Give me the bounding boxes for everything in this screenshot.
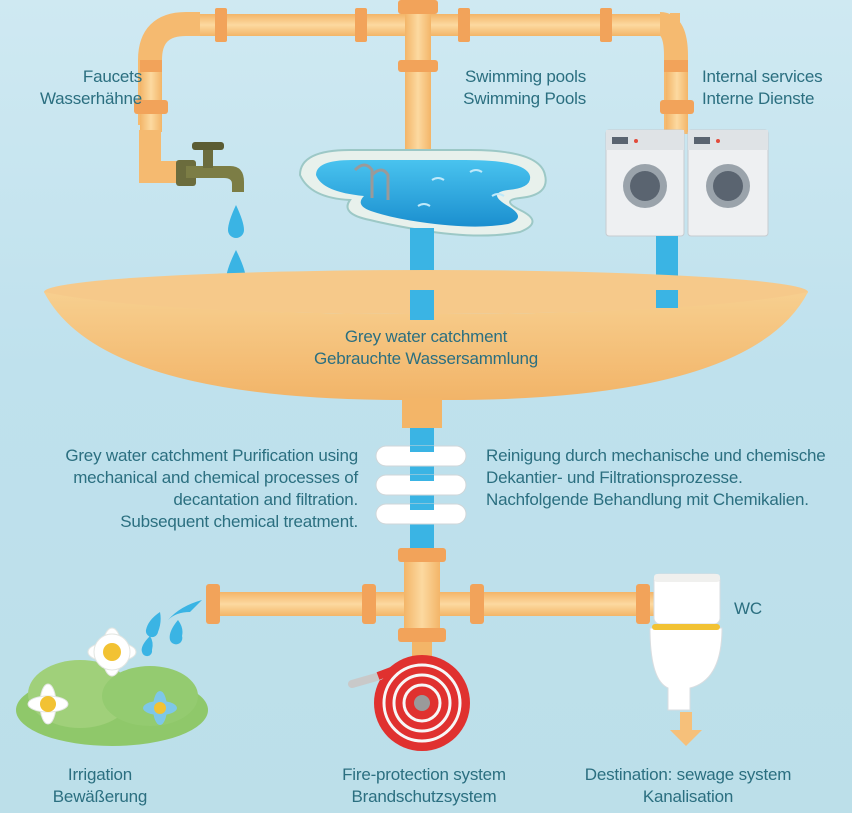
sewage-label-en: Destination: sewage system bbox=[584, 765, 792, 784]
fire-label-de: Brandschutzsystem bbox=[351, 787, 497, 806]
purification-en-line: decantation and filtration. bbox=[173, 490, 358, 509]
water-drop-icon bbox=[228, 205, 244, 238]
pools-label-en: Swimming pools bbox=[465, 67, 586, 86]
top-pipe bbox=[134, 0, 694, 183]
pools-label-de: Swimming Pools bbox=[463, 89, 586, 108]
services-label-en: Internal services bbox=[702, 67, 823, 86]
purification-de-label: Reinigung durch mechanische und chemisch… bbox=[486, 445, 846, 511]
catchment-label-de: Gebrauchte Wassersammlung bbox=[314, 349, 538, 368]
fire-label: Fire-protection system Brandschutzsystem bbox=[322, 764, 526, 808]
irrigation-label: Irrigation Bewäßerung bbox=[20, 764, 180, 808]
wc-label-text: WC bbox=[734, 599, 762, 618]
washing-machine-icon bbox=[605, 129, 685, 237]
faucets-label-de: Wasserhähne bbox=[39, 89, 142, 108]
purification-de-line: Dekantier- und Filtrationsprozesse. bbox=[486, 468, 743, 487]
catchment-label: Grey water catchment Gebrauchte Wassersa… bbox=[276, 326, 576, 370]
irrigation-label-en: Irrigation bbox=[67, 765, 133, 784]
wc-label: WC bbox=[734, 598, 774, 620]
pools-label: Swimming pools Swimming Pools bbox=[440, 66, 586, 110]
purification-en-line: Subsequent chemical treatment. bbox=[120, 512, 358, 531]
fire-hose-icon bbox=[348, 655, 470, 751]
faucet-icon bbox=[176, 142, 246, 290]
purification-en-line: mechanical and chemical processes of bbox=[73, 468, 358, 487]
washing-machine-icon bbox=[687, 129, 769, 237]
faucets-label-en: Faucets bbox=[82, 67, 142, 86]
grey-water-basin bbox=[44, 270, 808, 428]
catchment-label-en: Grey water catchment bbox=[344, 327, 508, 346]
swimming-pool-icon bbox=[298, 149, 547, 290]
purification-de-line: Reinigung durch mechanische und chemisch… bbox=[486, 446, 826, 465]
fire-label-en: Fire-protection system bbox=[342, 765, 506, 784]
purification-de-line: Nachfolgende Behandlung mit Chemikalien. bbox=[486, 490, 809, 509]
irrigation-label-de: Bewäßerung bbox=[52, 787, 148, 806]
purification-en-label: Grey water catchment Purification using … bbox=[20, 445, 358, 533]
services-label: Internal services Interne Dienste bbox=[702, 66, 842, 110]
faucets-label: Faucets Wasserhähne bbox=[36, 66, 142, 110]
water-spray-icon bbox=[141, 600, 202, 657]
bottom-pipe bbox=[206, 548, 670, 658]
sewage-label: Destination: sewage system Kanalisation bbox=[570, 764, 806, 808]
flowers-bush-icon bbox=[16, 627, 208, 746]
services-label-de: Interne Dienste bbox=[702, 89, 815, 108]
toilet-icon bbox=[649, 573, 723, 746]
sewage-label-de: Kanalisation bbox=[642, 787, 734, 806]
purification-en-line: Grey water catchment Purification using bbox=[65, 446, 358, 465]
filter-stack bbox=[375, 428, 467, 548]
